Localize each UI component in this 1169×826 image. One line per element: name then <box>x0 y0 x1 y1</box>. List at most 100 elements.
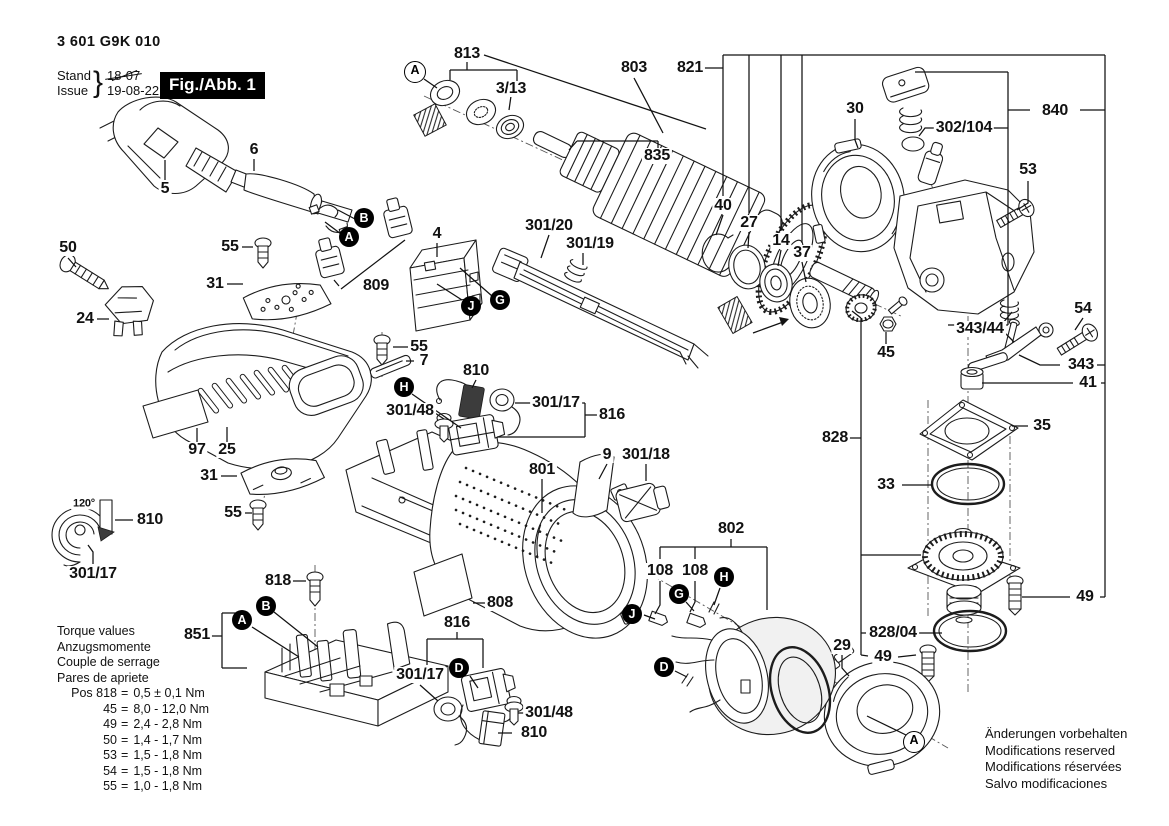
part-callout-41: 41 <box>1077 374 1099 391</box>
torque-entry: 50=1,4 - 1,7 Nm <box>103 732 203 747</box>
part-callout-301-20: 301/20 <box>523 217 575 234</box>
part-callout-30: 30 <box>844 100 866 117</box>
part-callout-50: 50 <box>57 239 79 256</box>
screw-53-drawing <box>996 198 1035 229</box>
figure-label: Fig./Abb. 1 <box>160 72 265 99</box>
part-callout-803: 803 <box>618 59 650 76</box>
part-callout-840: 840 <box>1039 102 1071 119</box>
part-callout-31: 31 <box>198 467 220 484</box>
part-callout-45: 45 <box>875 344 897 361</box>
torque-entry: 55=1,0 - 1,8 Nm <box>103 779 203 793</box>
part-callout-55: 55 <box>219 238 241 255</box>
part-callout-809: 809 <box>360 277 392 294</box>
torque-entry: 54=1,5 - 1,8 Nm <box>103 763 203 778</box>
part-callout-9: 9 <box>600 446 614 463</box>
cover-plates-drawing <box>240 282 332 495</box>
part-callout-816: 816 <box>441 614 473 631</box>
modifications-note: Änderungen vorbehalten Modifications res… <box>985 726 1127 792</box>
part-callout-301-48: 301/48 <box>384 402 436 419</box>
detail-marker-A: A <box>339 227 359 247</box>
detail-marker-D: D <box>654 657 674 677</box>
trigger-bar-drawing <box>492 247 709 369</box>
cord-clamp-drawing <box>104 286 154 337</box>
part-callout-120deg: 120° <box>71 497 97 510</box>
motor-housing-drawing <box>413 441 648 639</box>
torque-title-en: Torque values <box>57 624 135 638</box>
part-callout-3-13: 3/13 <box>493 80 529 97</box>
part-callout-14: 14 <box>770 232 792 249</box>
part-callout-35: 35 <box>1031 417 1053 434</box>
part-callout-343: 343 <box>1065 356 1097 373</box>
part-callout-813: 813 <box>451 45 483 62</box>
part-callout-828: 828 <box>819 429 851 446</box>
detail-marker-A: A <box>232 610 252 630</box>
torque-title-es: Pares de apriete <box>57 670 149 685</box>
detail-marker-B: B <box>354 208 374 228</box>
issue-label: Issue <box>57 83 89 98</box>
part-callout-816: 816 <box>596 406 628 423</box>
bearing-set-drawing <box>413 79 525 140</box>
part-callout-27: 27 <box>738 214 760 231</box>
part-callout-29: 29 <box>831 637 853 654</box>
part-callout-301-48: 301/48 <box>523 704 575 721</box>
spindle-lock-drawing <box>881 66 944 186</box>
part-callout-802: 802 <box>715 520 747 537</box>
detail-marker-J: J <box>622 604 642 624</box>
part-callout-55: 55 <box>222 504 244 521</box>
bevel-gear-drawing <box>845 293 908 332</box>
note-en: Modifications reserved <box>985 742 1116 758</box>
gear-housing-drawing <box>893 179 1035 315</box>
part-callout-5: 5 <box>158 180 172 197</box>
screws-drawing <box>59 237 391 607</box>
issue-brace: } <box>92 66 104 99</box>
part-callout-49: 49 <box>1074 588 1096 605</box>
part-callout-7: 7 <box>417 352 431 369</box>
part-callout-851: 851 <box>181 626 213 643</box>
torque-entry: 49=2,4 - 2,8 Nm <box>103 717 203 731</box>
detail-marker-G: G <box>490 290 510 310</box>
part-callout-301-17: 301/17 <box>394 666 446 683</box>
part-callout-53: 53 <box>1017 161 1039 178</box>
part-callout-24: 24 <box>74 310 96 327</box>
issue-block: Stand Issue } 18-07 19-08-22 <box>57 66 159 100</box>
part-callout-6: 6 <box>247 141 261 158</box>
part-callout-810: 810 <box>134 511 166 528</box>
part-callout-25: 25 <box>216 441 238 458</box>
torque-title-de: Anzugsmomente <box>57 639 151 654</box>
part-callout-302-104: 302/104 <box>933 119 995 136</box>
issue-date: 19-08-22 <box>107 83 160 98</box>
stand-label: Stand <box>57 68 91 83</box>
leader-lines <box>67 54 1106 736</box>
ring-set-drawing <box>701 233 831 335</box>
part-callout-828-04: 828/04 <box>867 624 919 641</box>
part-callout-55: 55 <box>408 338 430 355</box>
lock-on-base-drawing <box>264 621 449 727</box>
detail-marker-D: D <box>449 658 469 678</box>
detail-marker-H: H <box>394 377 414 397</box>
torque-title-fr: Couple de serrage <box>57 655 160 669</box>
part-callout-54: 54 <box>1072 300 1094 317</box>
part-callout-49: 49 <box>872 648 894 665</box>
part-callout-108: 108 <box>679 562 711 579</box>
superseded-date: 18-07 <box>107 68 141 83</box>
stator-drawing <box>648 601 837 736</box>
brush-set-bottom-drawing <box>433 668 524 747</box>
note-de: Änderungen vorbehalten <box>985 726 1128 741</box>
part-callout-4: 4 <box>430 225 444 242</box>
spacer-gasket-drawing <box>919 366 1019 506</box>
part-callout-37: 37 <box>791 244 813 261</box>
part-callout-31: 31 <box>204 275 226 292</box>
handle-cover-drawing <box>142 323 372 470</box>
part-callout-301-17: 301/17 <box>67 565 119 582</box>
part-callout-108: 108 <box>644 562 676 579</box>
torque-entry: 45=8,0 - 12,0 Nm <box>103 701 210 716</box>
torque-values-block: Torque values Anzugsmomente Couple de se… <box>57 624 209 795</box>
detail-marker-G: G <box>669 584 689 604</box>
part-callout-33: 33 <box>875 476 897 493</box>
torque-entry: Pos 818=0,5 ± 0,1 Nm <box>71 686 205 700</box>
part-callout-821: 821 <box>674 59 706 76</box>
detail-marker-A: A <box>903 731 925 753</box>
torque-entry: 53=1,5 - 1,8 Nm <box>103 748 203 762</box>
